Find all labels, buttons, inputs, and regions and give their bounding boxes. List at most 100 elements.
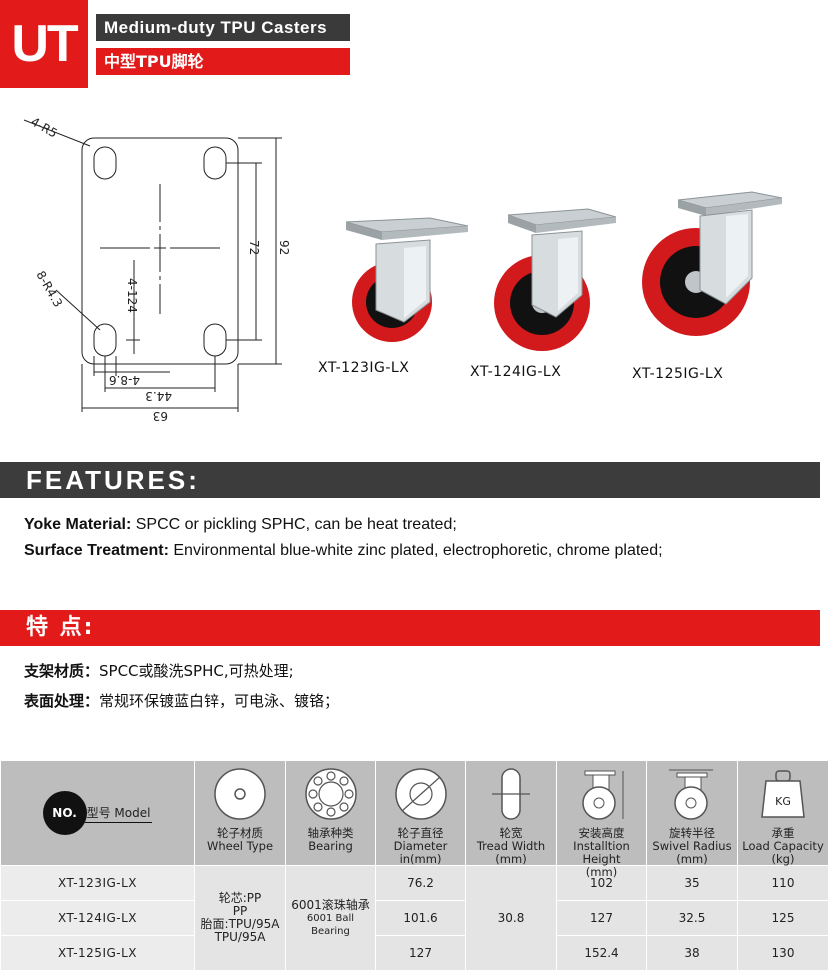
header-cn: 轮子材质 (217, 826, 263, 840)
header-unit: (mm) (585, 865, 618, 879)
dim-outer-height: 92 (277, 240, 291, 255)
header-cn: 安装高度 (578, 826, 625, 840)
feature-cn-value: SPCC或酸洗SPHC,可热处理; (99, 662, 294, 680)
bearing-line: 6001滚珠轴承 (291, 897, 370, 912)
dim-hole-spacing-v: 4-124 (125, 278, 139, 313)
feature-line-yoke: Yoke Material: SPCC or pickling SPHC, ca… (24, 516, 457, 534)
wheel-type-line: TPU/95A (214, 930, 266, 944)
diameter-icon (394, 768, 447, 820)
dim-inner-width: 44.3 (145, 389, 172, 403)
header-en: Diameter (393, 839, 448, 853)
cell-radius: 35 (646, 865, 738, 901)
header-en: Bearing (308, 839, 353, 853)
wheel-icon (214, 768, 266, 820)
header-cn: 轮宽 (499, 826, 523, 840)
installation-height-icon (581, 770, 623, 820)
swivel-radius-icon (669, 769, 713, 820)
cell-model: XT-124IG-LX (0, 900, 195, 936)
dim-outer-width: 63 (153, 409, 168, 423)
bearing-icon (304, 768, 357, 820)
cell-load: 110 (737, 865, 828, 901)
cell-height: 127 (556, 900, 647, 936)
cell-load: 130 (737, 935, 828, 971)
mounting-slot (203, 146, 227, 180)
cell-load: 125 (737, 900, 828, 936)
table-row: XT-125IG-LX 127 152.4 38 130 (0, 935, 828, 971)
cell-diameter: 101.6 (375, 900, 466, 936)
mounting-slot (93, 323, 117, 357)
feature-cn-line-yoke: 支架材质：SPCC或酸洗SPHC,可热处理; (24, 660, 294, 681)
kg-weight-icon: KG (761, 770, 805, 818)
cell-height: 102 (556, 865, 647, 901)
product-label: XT-125IG-LX (632, 366, 724, 382)
cell-radius: 32.5 (646, 900, 738, 936)
dim-hole-spacing-h: 4-8.6 (109, 373, 140, 387)
product-title-cn: 中型TPU脚轮 (96, 48, 350, 75)
wheel-type-line: 轮芯:PP (218, 891, 262, 905)
cell-height: 152.4 (556, 935, 647, 971)
cell-diameter: 76.2 (375, 865, 466, 901)
header-en: Tread Width (476, 839, 546, 853)
feature-line-surface: Surface Treatment: Environmental blue-wh… (24, 542, 663, 560)
header-unit: (mm) (495, 852, 527, 866)
table-row: XT-123IG-LX 轮芯:PP PP 胎面:TPU/95A TPU/95A … (0, 865, 828, 971)
header-unit: (kg) (771, 852, 795, 866)
cell-bearing: 6001滚珠轴承 6001 Ball Bearing (285, 865, 376, 971)
header-en: Wheel Type (206, 839, 274, 853)
feature-cn-key: 支架材质： (24, 662, 100, 680)
kg-label: KG (775, 795, 791, 808)
top-plate-drawing: 4-R5 8-R4.3 4-124 4-8.6 72 92 44.3 63 (23, 114, 291, 423)
feature-cn-key: 表面处理： (24, 692, 100, 710)
cell-model: XT-125IG-LX (0, 935, 195, 971)
model-header-cell: NO. 型号 Model (0, 760, 195, 866)
product-label: XT-123IG-LX (318, 360, 410, 376)
cell-wheel-type: 轮芯:PP PP 胎面:TPU/95A TPU/95A (194, 865, 286, 971)
header-unit: (mm) (676, 852, 708, 866)
cell-radius: 38 (646, 935, 738, 971)
table-row: XT-124IG-LX 101.6 127 32.5 125 (0, 900, 828, 936)
header-unit: in(mm) (399, 852, 442, 866)
feature-cn-value: 常规环保镀蓝白锌，可电泳、镀铬； (99, 692, 340, 710)
product-title-en: Medium-duty TPU Casters (96, 14, 350, 41)
header-en: Installtion Height (573, 839, 630, 866)
plate-outline (81, 137, 239, 365)
cell-diameter: 127 (375, 935, 466, 971)
dim-inner-height: 72 (247, 240, 261, 255)
model-badge: NO. 型号 Model (42, 791, 153, 835)
dim-corner-radius: 4-R5 (29, 114, 60, 140)
caster-image-large (642, 191, 783, 336)
cell-tread-width: 30.8 (465, 865, 557, 971)
tread-width-icon (492, 768, 530, 820)
feature-value: Environmental blue-white zinc plated, el… (168, 542, 663, 559)
header-cn: 旋转半径 (669, 826, 715, 840)
features-cn-heading: 特 点: (0, 610, 820, 646)
mounting-slot (93, 146, 117, 180)
cell-model: XT-123IG-LX (0, 865, 195, 901)
dim-slot-radius: 8-R4.3 (33, 269, 65, 310)
caster-image-small (345, 217, 469, 342)
header-cn: 承重 (771, 826, 795, 840)
header-en: Swivel Radius (652, 839, 732, 853)
header-en: Load Capacity (742, 839, 824, 853)
wheel-type-line: PP (232, 904, 248, 918)
feature-cn-line-surface: 表面处理：常规环保镀蓝白锌，可电泳、镀铬； (24, 690, 339, 711)
feature-value: SPCC or pickling SPHC, can be heat treat… (131, 516, 457, 533)
product-label: XT-124IG-LX (470, 364, 562, 380)
mounting-slot (203, 323, 227, 357)
caster-image-medium (494, 208, 617, 351)
wheel-type-line: 胎面:TPU/95A (200, 917, 280, 931)
features-heading: FEATURES: (0, 462, 820, 498)
feature-key: Yoke Material: (24, 516, 132, 533)
feature-key: Surface Treatment: (24, 542, 169, 559)
header-cn: 轴承种类 (307, 826, 354, 840)
header-cn: 轮子直径 (397, 826, 444, 840)
